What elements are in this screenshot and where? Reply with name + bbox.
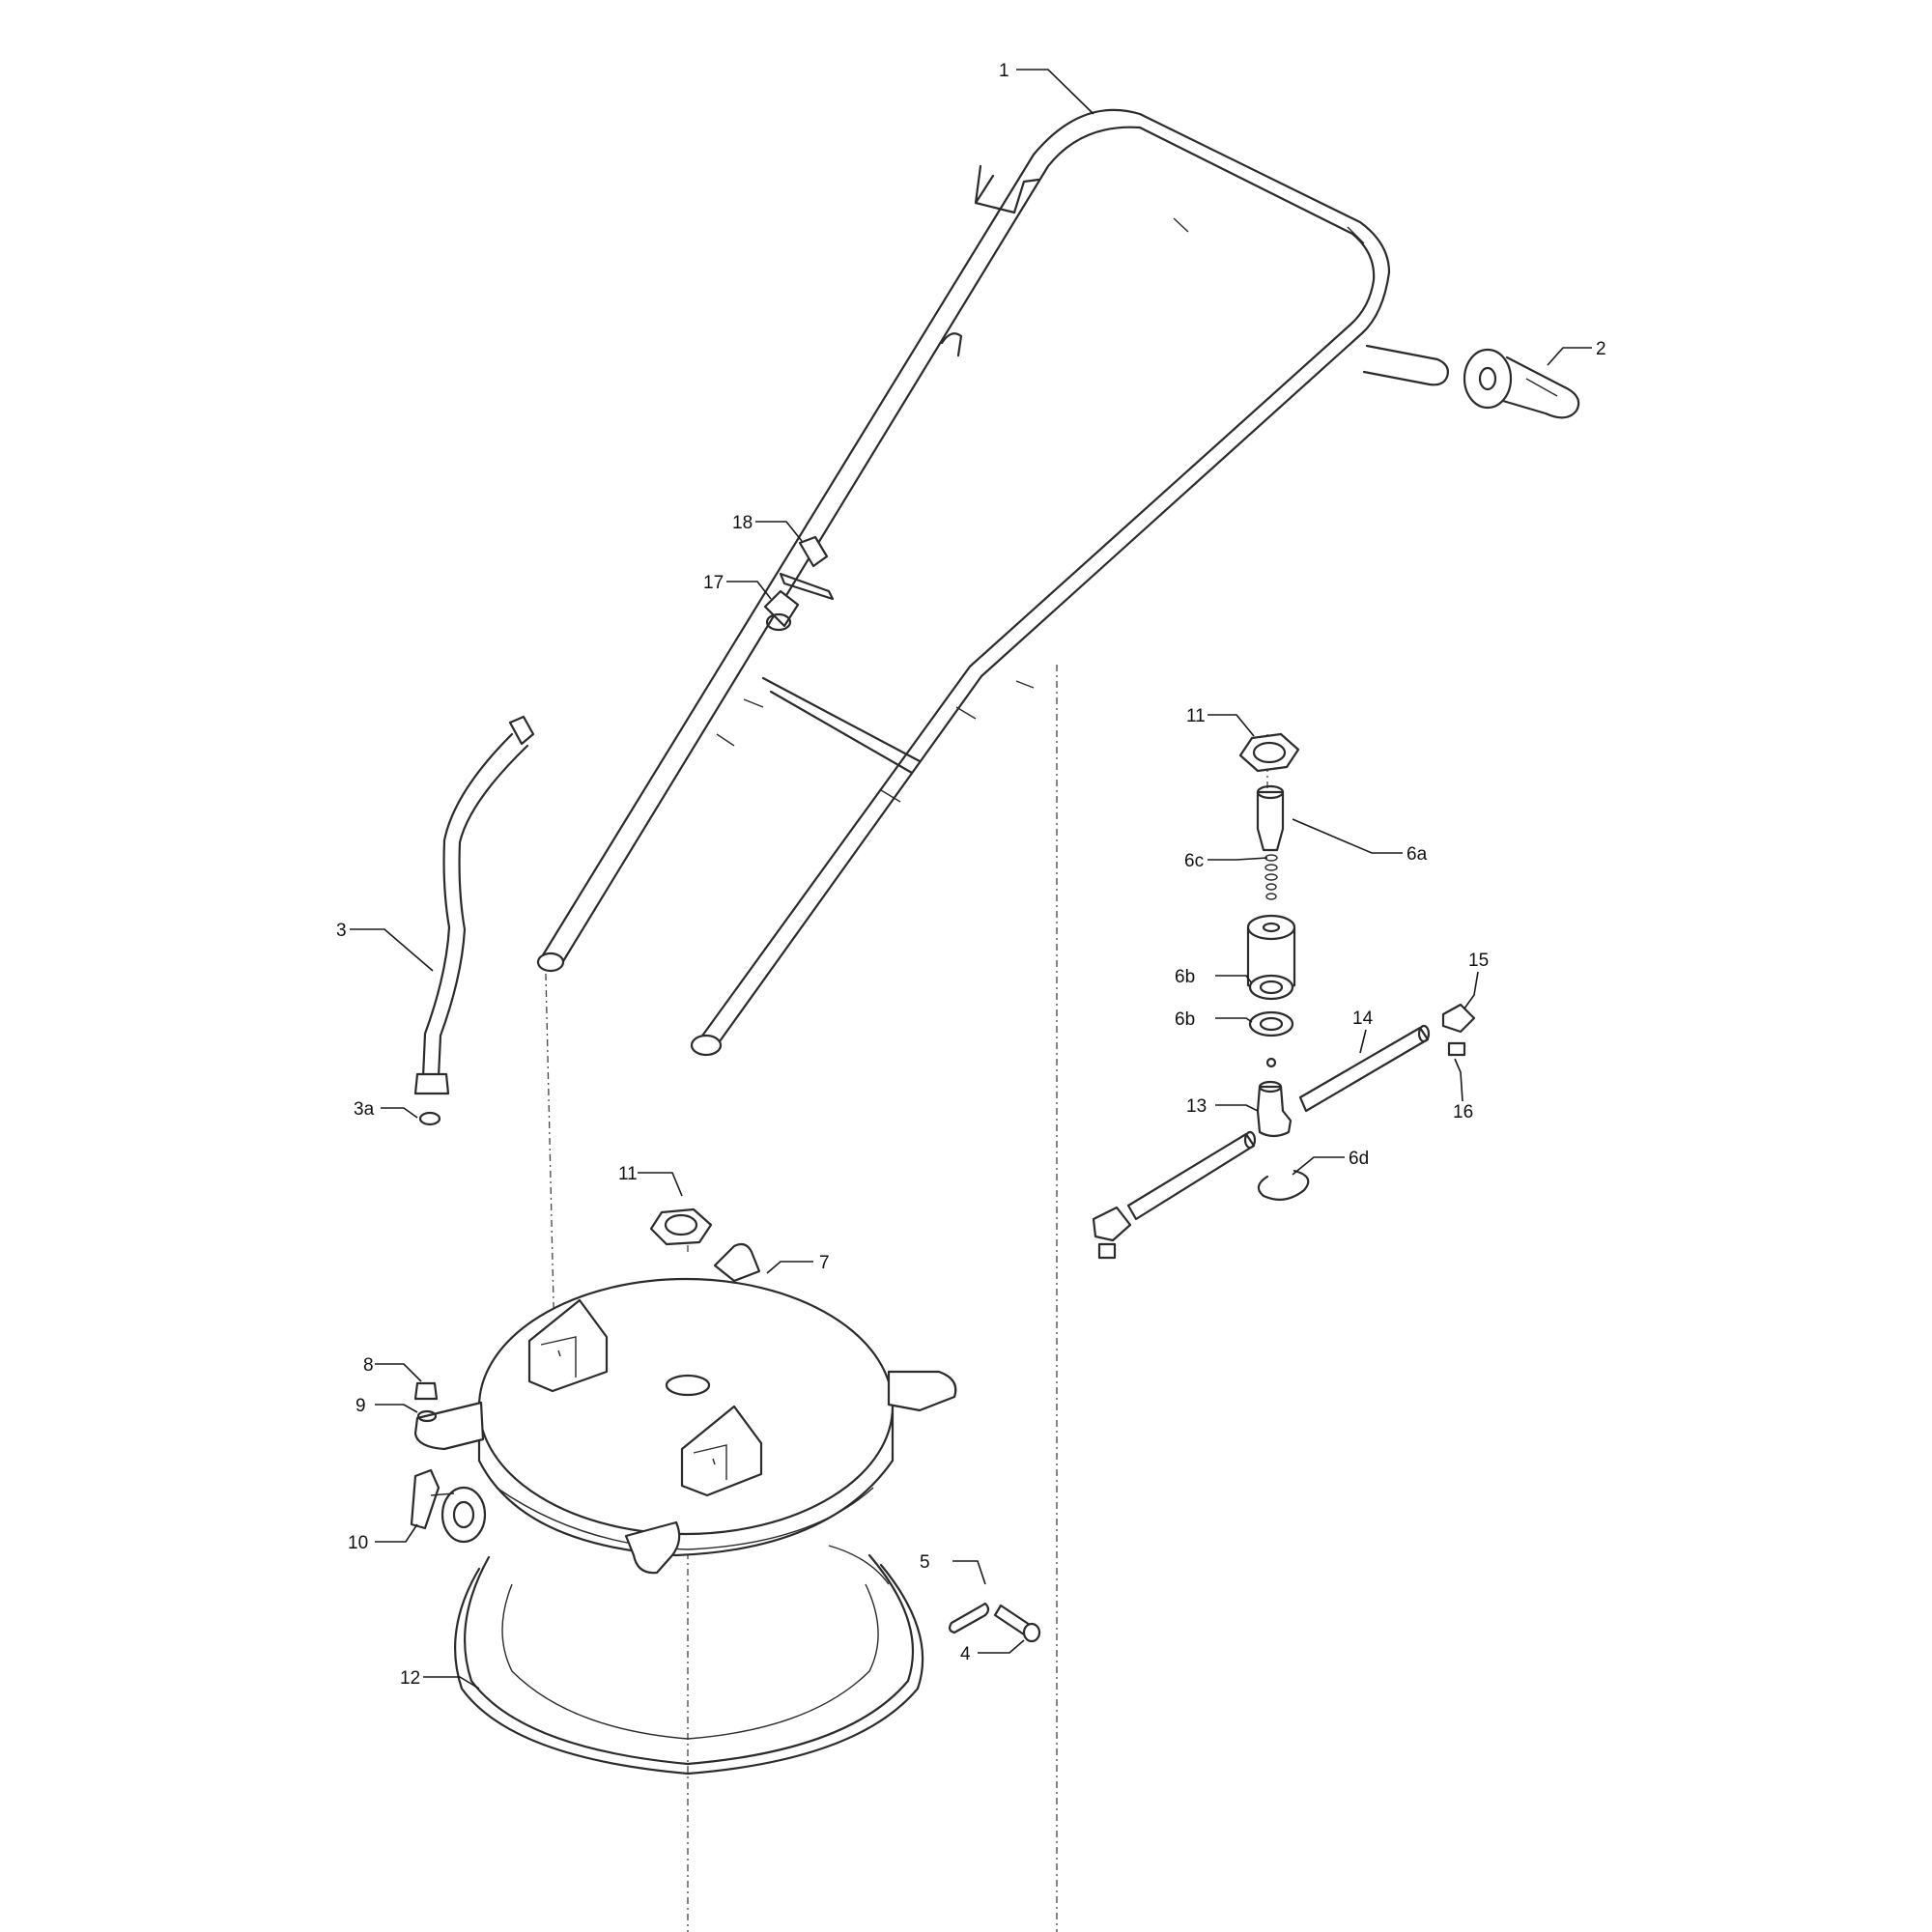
leader-lines <box>350 69 1592 1690</box>
callout-2: 2 <box>1596 339 1606 359</box>
callout-10: 10 <box>348 1533 368 1553</box>
callout-8: 8 <box>363 1355 374 1376</box>
deck-washer <box>416 1409 438 1423</box>
callout-labels: 1 2 3 3a 4 5 6a 6b 6b 6c 6d 7 8 9 10 11 … <box>336 61 1606 1689</box>
callout-13: 13 <box>1186 1096 1207 1117</box>
callout-15: 15 <box>1468 951 1489 971</box>
callout-17: 17 <box>703 573 724 593</box>
caster-wheel <box>410 1468 487 1544</box>
spray-bar-tee <box>1256 1080 1293 1138</box>
callout-18: 18 <box>732 513 753 533</box>
callout-3: 3 <box>336 921 347 941</box>
callout-1: 1 <box>999 61 1009 81</box>
callout-6b-top: 6b <box>1175 967 1195 987</box>
retaining-ring <box>1257 1169 1310 1201</box>
callout-6a: 6a <box>1406 844 1428 865</box>
swivel-shaft <box>1256 784 1285 852</box>
nozzle-holder-right <box>1441 1003 1476 1034</box>
cleaner-deck <box>413 1242 957 1575</box>
callout-16: 16 <box>1453 1102 1473 1122</box>
callout-6b-bottom: 6b <box>1175 1009 1195 1030</box>
hose-o-ring <box>418 1111 441 1126</box>
small-seal <box>1265 1057 1277 1068</box>
clevis-pin <box>993 1604 1041 1643</box>
nozzle-right <box>1447 1041 1466 1057</box>
callout-9: 9 <box>355 1396 366 1416</box>
bearing-upper <box>1248 974 1294 1001</box>
cotter-pin <box>948 1602 990 1634</box>
callout-6c: 6c <box>1184 851 1204 871</box>
hand-grip <box>1362 344 1580 419</box>
callout-7: 7 <box>819 1253 830 1273</box>
spray-arm-right <box>1298 1024 1431 1113</box>
brush-skirt <box>454 1545 924 1776</box>
spray-arm-left <box>1126 1130 1257 1221</box>
callout-4: 4 <box>960 1644 971 1664</box>
swivel-nut-lower <box>649 1208 713 1246</box>
bearing-lower <box>1248 1010 1294 1037</box>
nozzle-holder-left <box>1092 1206 1132 1242</box>
callout-11-lower: 11 <box>618 1164 638 1184</box>
callout-6d: 6d <box>1349 1149 1369 1169</box>
fitting-18 <box>779 535 835 601</box>
deck-nut <box>413 1381 439 1401</box>
callout-11-upper: 11 <box>1186 706 1206 726</box>
callout-5: 5 <box>920 1552 930 1573</box>
callout-12: 12 <box>400 1668 420 1689</box>
fitting-17 <box>763 589 800 632</box>
handle-frame <box>536 108 1391 1057</box>
nozzle-left <box>1097 1242 1117 1260</box>
swivel-seals-6c <box>1264 854 1278 900</box>
callout-14: 14 <box>1352 1009 1374 1029</box>
hose <box>413 715 535 1095</box>
swivel-nut-upper <box>1238 732 1300 773</box>
callout-3a: 3a <box>354 1099 375 1120</box>
